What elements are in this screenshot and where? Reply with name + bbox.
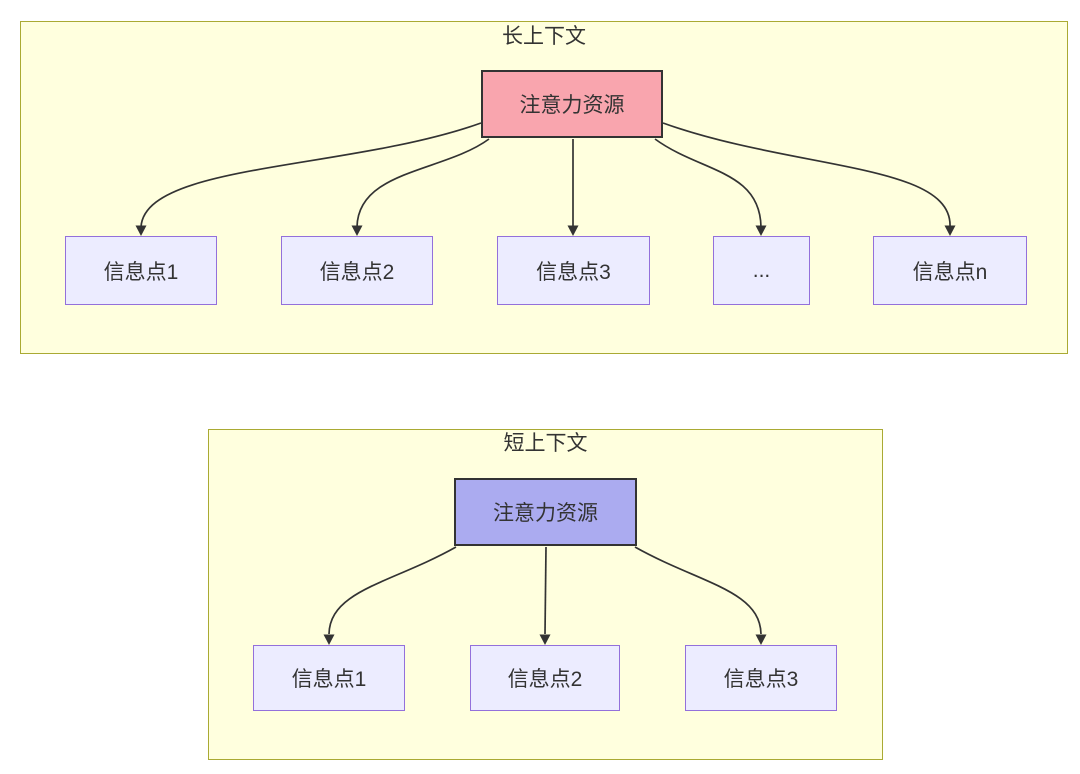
info-node-long-ellipsis: ...: [713, 236, 810, 305]
info-node-long-3: 信息点3: [497, 236, 650, 305]
info-node-short-2: 信息点2: [470, 645, 620, 711]
info-node-long-n: 信息点n: [873, 236, 1027, 305]
cluster-short-title: 短上下文: [503, 432, 588, 455]
info-node-long-1: 信息点1: [65, 236, 217, 305]
info-node-long-2: 信息点2: [281, 236, 433, 305]
cluster-long-title: 长上下文: [502, 25, 586, 48]
info-node-short-1: 信息点1: [253, 645, 405, 711]
info-node-short-3: 信息点3: [685, 645, 837, 711]
attention-node-long: 注意力资源: [481, 70, 663, 138]
attention-node-short: 注意力资源: [454, 478, 637, 546]
